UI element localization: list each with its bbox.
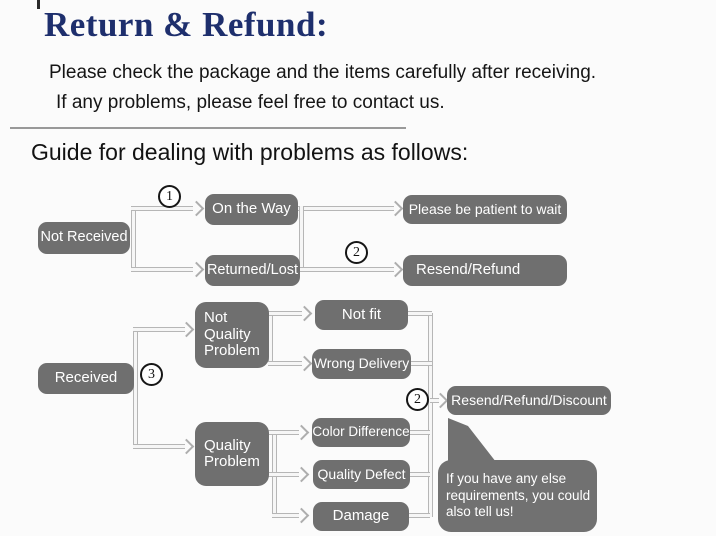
arrowhead-icon	[293, 507, 310, 524]
node-received: Received	[38, 363, 134, 394]
speech-bubble-tail	[448, 418, 496, 462]
arrowhead-icon	[188, 200, 205, 217]
connector-qualitydefect-collector	[410, 472, 430, 477]
subtitle-line-1: Please check the package and the items c…	[49, 62, 597, 83]
connector-to-resend-refund-discount	[430, 398, 439, 403]
connector-to-resend-refund	[300, 267, 394, 272]
connector-to-not-fit	[268, 311, 302, 316]
section-divider	[10, 127, 406, 129]
connector-to-color-difference	[267, 430, 299, 435]
connector-to-quality-defect	[267, 472, 299, 477]
connector-to-damage	[272, 513, 299, 518]
circled-number-badge: 2	[406, 388, 429, 411]
circled-number-badge: 3	[140, 363, 163, 386]
arrowhead-icon	[293, 424, 310, 441]
connector-trunk-not-received	[131, 206, 136, 272]
connector-damage-collector	[409, 513, 430, 518]
node-color-difference: Color Difference	[312, 418, 410, 447]
node-damage: Damage	[313, 502, 409, 531]
connector-to-on-the-way	[131, 206, 193, 211]
arrowhead-icon	[293, 466, 310, 483]
connector-colordifference-collector	[410, 430, 430, 435]
arrowhead-icon	[296, 355, 313, 372]
crop-mark	[37, 0, 40, 9]
arrowhead-icon	[178, 321, 195, 338]
connector-onway-down	[299, 206, 304, 272]
arrowhead-icon	[387, 200, 404, 217]
connector-wrongdelivery-collector	[411, 361, 432, 366]
speech-bubble-note: If you have any else requirements, you c…	[438, 460, 597, 532]
circled-number-badge: 2	[345, 241, 368, 264]
connector-trunk-received	[133, 327, 138, 449]
node-quality-defect: Quality Defect	[313, 460, 410, 489]
arrowhead-icon	[432, 392, 449, 409]
subtitle-line-2: If any problems, please feel free to con…	[56, 92, 445, 113]
circled-number-badge: 1	[158, 185, 181, 208]
node-resend-refund-discount: Resend/Refund/Discount	[447, 386, 611, 415]
node-not-quality-problem: Not Quality Problem	[195, 302, 269, 368]
node-resend-refund: Resend/Refund	[403, 255, 567, 286]
arrowhead-icon	[296, 305, 313, 322]
node-quality-problem: Quality Problem	[195, 422, 269, 486]
connector-notfit-collector	[408, 311, 432, 316]
node-not-fit: Not fit	[315, 300, 408, 330]
connector-to-wrong-delivery	[268, 361, 302, 366]
connector-to-not-quality-problem	[133, 327, 185, 332]
arrowhead-icon	[188, 261, 205, 278]
guide-heading: Guide for dealing with problems as follo…	[31, 139, 469, 165]
connector-to-patient-wait	[298, 206, 394, 211]
arrowhead-icon	[387, 261, 404, 278]
node-please-be-patient: Please be patient to wait	[403, 195, 567, 224]
node-wrong-delivery: Wrong Delivery	[312, 349, 411, 379]
node-not-received: Not Received	[38, 222, 130, 254]
arrowhead-icon	[178, 438, 195, 455]
connector-to-quality-problem	[133, 444, 185, 449]
connector-to-returned-lost	[131, 267, 193, 272]
connector-collector	[428, 313, 433, 517]
page-title: Return & Refund:	[44, 5, 329, 44]
node-returned-lost: Returned/Lost	[205, 255, 300, 286]
node-on-the-way: On the Way	[205, 194, 298, 225]
